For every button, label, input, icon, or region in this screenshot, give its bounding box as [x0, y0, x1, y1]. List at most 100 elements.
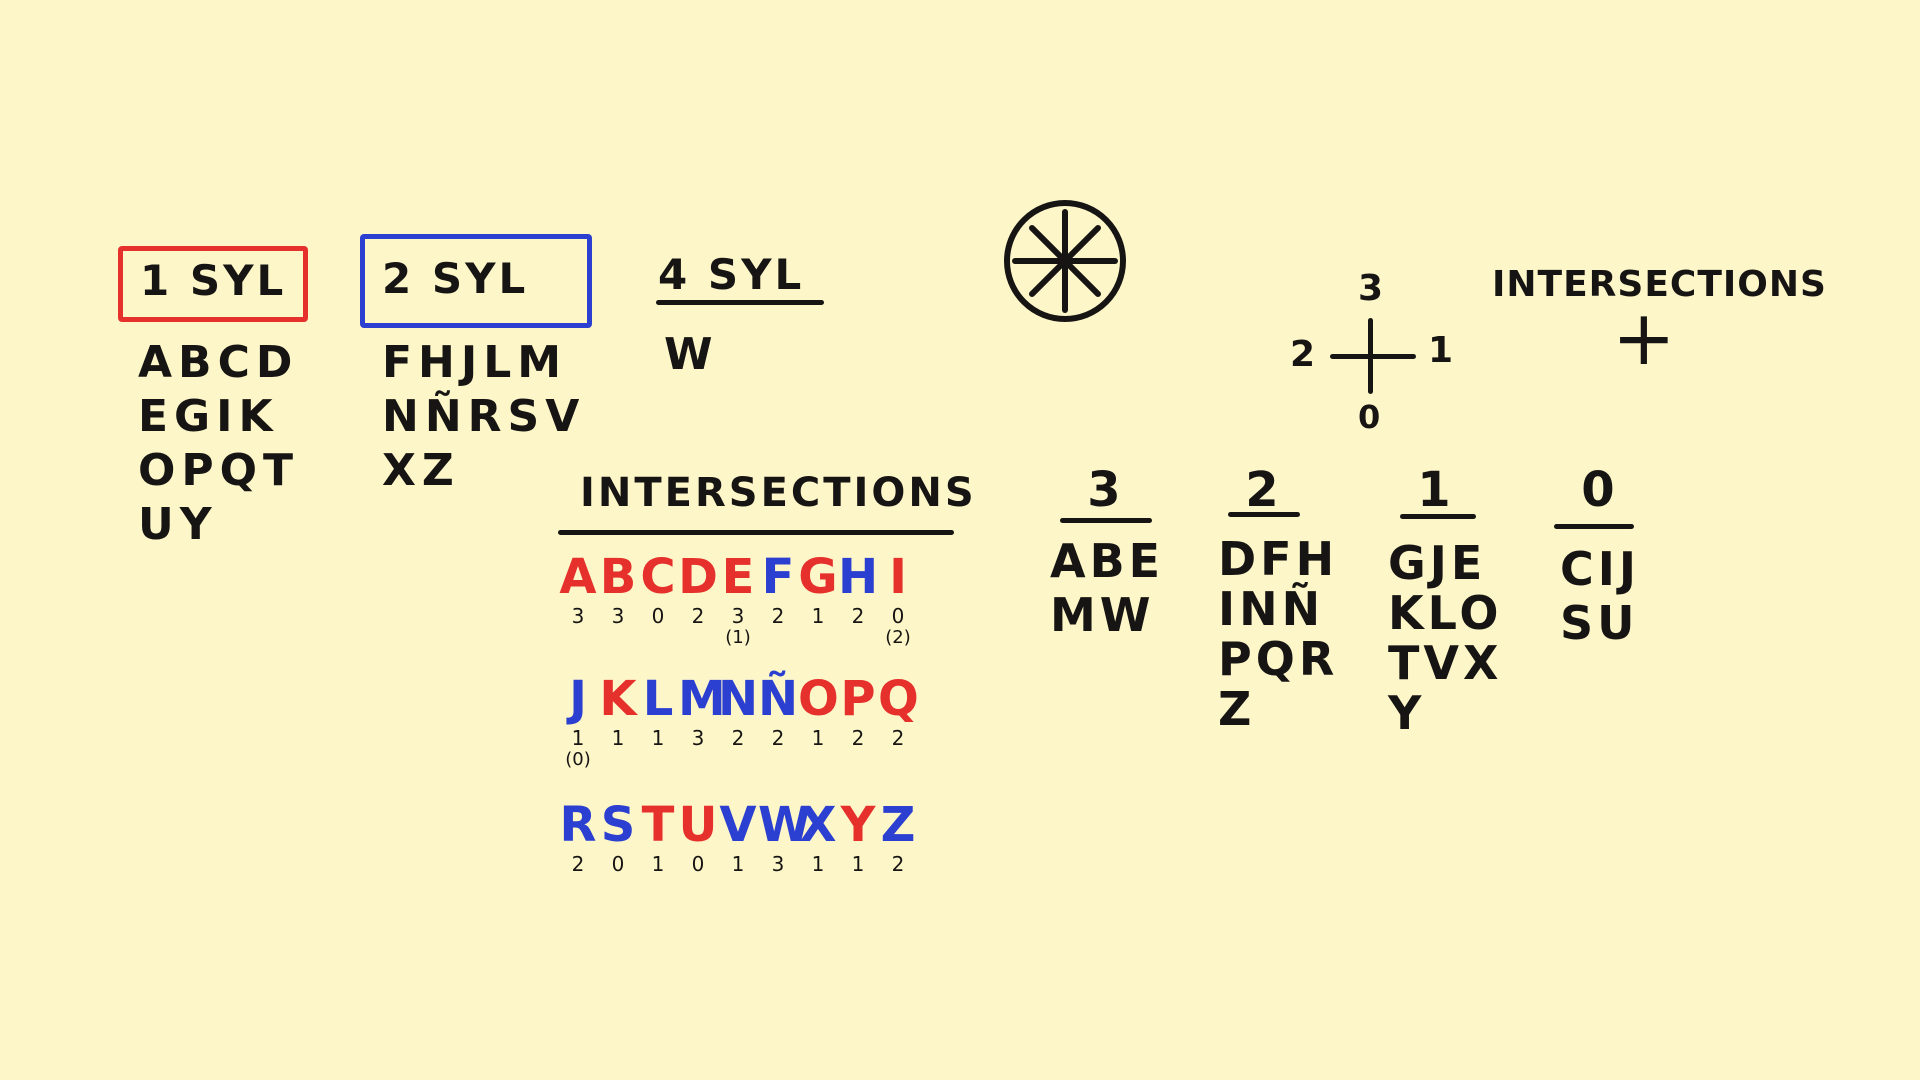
intersection-count: 1 — [651, 852, 665, 876]
intersection-count: 1 — [811, 604, 825, 628]
letter-glyph: F — [761, 549, 795, 605]
cross-number-bottom: 0 — [1358, 398, 1383, 436]
letter-glyph: M — [678, 671, 726, 727]
letter-glyph: Ñ — [758, 671, 799, 727]
letter-glyph: O — [798, 671, 839, 727]
legend-title: INTERSECTIONS — [1492, 264, 1827, 305]
letter-glyph: J — [569, 671, 587, 727]
column-0-underline — [1554, 524, 1634, 529]
alternate-count: (0) — [565, 749, 591, 770]
letter-glyph: V — [719, 797, 757, 853]
letter-glyph: T — [641, 797, 675, 853]
letter-glyph: R — [559, 797, 597, 853]
legend-cross-icon: + — [1612, 293, 1678, 382]
intersection-count: 2 — [851, 604, 865, 628]
column-3-letters: ABE MW — [1050, 534, 1165, 642]
letter-glyph: L — [642, 671, 674, 727]
letter-glyph: E — [721, 549, 755, 605]
one-syllable-letters: ABCD EGIK OPQT UY — [138, 337, 300, 550]
letter-glyph: Y — [840, 797, 876, 853]
two-syllable-letters: FHJLM NÑRSV XZ — [382, 337, 586, 496]
intersection-count: 3 — [611, 604, 625, 628]
two-syllable-label: 2 SYL — [382, 254, 529, 303]
cross-number-right: 1 — [1428, 330, 1456, 371]
one-syllable-label: 1 SYL — [140, 256, 287, 305]
intersection-count: 0 — [891, 604, 905, 628]
intersection-count: 2 — [691, 604, 705, 628]
intersection-count: 2 — [771, 604, 785, 628]
column-2-heading: 2 — [1245, 462, 1281, 518]
letter-glyph: G — [798, 549, 838, 605]
letter-glyph: C — [640, 549, 676, 605]
alphabet-table-underline — [558, 530, 954, 535]
one-syllable-box — [118, 246, 308, 322]
letter-glyph: S — [600, 797, 636, 853]
column-2-underline — [1228, 512, 1300, 517]
intersection-count: 0 — [691, 852, 705, 876]
letter-glyph: P — [840, 671, 876, 727]
letter-glyph: B — [599, 549, 637, 605]
intersection-count: 1 — [611, 726, 625, 750]
intersection-count: 1 — [731, 852, 745, 876]
intersection-count: 3 — [571, 604, 585, 628]
cross-number-top: 3 — [1358, 268, 1386, 309]
letter-glyph: N — [718, 671, 759, 727]
letter-glyph: K — [599, 671, 637, 727]
cross-horizontal — [1330, 354, 1416, 359]
intersection-count: 3 — [731, 604, 745, 628]
letter-glyph: W — [758, 797, 811, 853]
letter-glyph: A — [559, 549, 597, 605]
column-1-letters: GJE KLO TVX Y — [1388, 536, 1503, 740]
four-syllable-label: 4 SYL — [658, 250, 805, 299]
intersection-count: 1 — [811, 852, 825, 876]
letter-glyph: U — [678, 797, 718, 853]
intersection-count: 1 — [851, 852, 865, 876]
column-2-letters: DFH INÑ PQR Z — [1218, 532, 1339, 736]
column-0-letters: CIJ SU — [1560, 542, 1640, 650]
column-1-underline — [1400, 514, 1476, 519]
letter-glyph: D — [678, 549, 718, 605]
intersection-count: 3 — [691, 726, 705, 750]
alphabet-table-title: INTERSECTIONS — [580, 470, 977, 516]
intersection-count: 0 — [611, 852, 625, 876]
letter-glyph: Z — [880, 797, 916, 853]
intersection-count: 2 — [851, 726, 865, 750]
intersection-count: 0 — [651, 604, 665, 628]
intersection-count: 1 — [811, 726, 825, 750]
column-3-heading: 3 — [1087, 462, 1123, 518]
four-syllable-underline — [656, 300, 824, 305]
intersection-count: 1 — [571, 726, 585, 750]
letter-glyph: I — [889, 549, 907, 605]
intersection-count: 2 — [571, 852, 585, 876]
cross-number-left: 2 — [1290, 334, 1318, 375]
alternate-count: (2) — [885, 627, 911, 648]
alternate-count: (1) — [725, 627, 751, 648]
